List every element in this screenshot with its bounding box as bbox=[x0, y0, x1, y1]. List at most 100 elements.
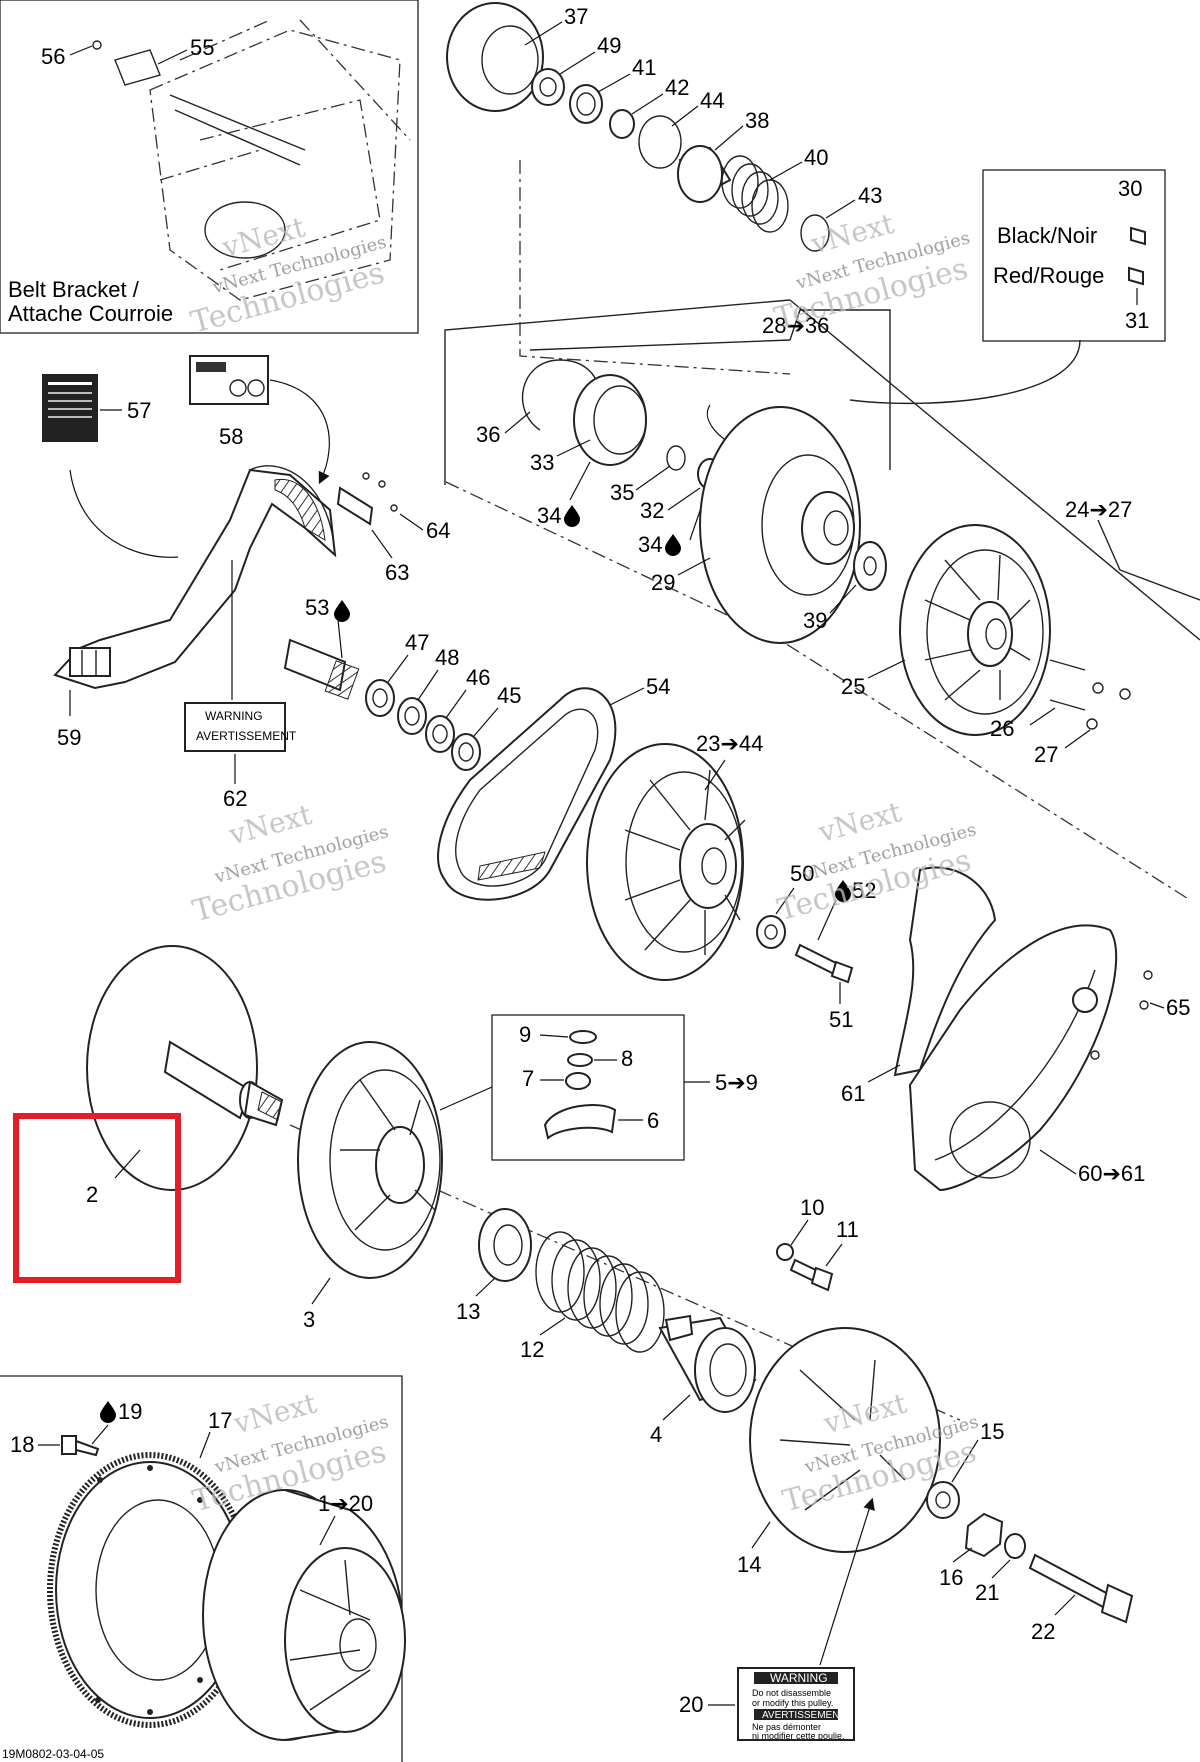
callout-10: 10 bbox=[800, 1195, 824, 1220]
callout-26: 26 bbox=[990, 716, 1014, 741]
bracket-label-fr: Attache Courroie bbox=[8, 301, 173, 326]
callout-42: 42 bbox=[665, 75, 689, 100]
callout-54: 54 bbox=[646, 674, 670, 699]
callout-22: 22 bbox=[1031, 1619, 1055, 1644]
ring-44 bbox=[638, 115, 682, 169]
callout-8: 8 bbox=[621, 1046, 633, 1071]
ring-42 bbox=[609, 109, 635, 139]
cap-37 bbox=[446, 2, 544, 112]
callout-37: 37 bbox=[564, 4, 588, 29]
callout-40: 40 bbox=[804, 145, 828, 170]
callout-23-44: 23➔44 bbox=[696, 731, 763, 756]
highlight-box-part-2 bbox=[13, 1113, 181, 1283]
callout-46: 46 bbox=[466, 665, 490, 690]
callout-25: 25 bbox=[841, 674, 865, 699]
callout-24-27: 24➔27 bbox=[1065, 497, 1132, 522]
drawing-code: 19M0802-03-04-05 bbox=[2, 1747, 104, 1761]
vehicle-frame-drawing bbox=[92, 19, 411, 301]
washer-8 bbox=[567, 1053, 593, 1067]
callout-65: 65 bbox=[1166, 995, 1190, 1020]
callout-48: 48 bbox=[435, 645, 459, 670]
callout-56: 56 bbox=[41, 44, 65, 69]
bracket-label-en: Belt Bracket / bbox=[8, 277, 140, 302]
spacer-47 bbox=[365, 679, 395, 717]
callout-34a: 34 bbox=[537, 503, 561, 528]
ring-13 bbox=[478, 1208, 532, 1282]
decal-62-avert-text: AVERTISSEMENT bbox=[196, 729, 297, 743]
belt-guard-clip-63 bbox=[336, 486, 374, 526]
callout-62: 62 bbox=[223, 786, 247, 811]
washer-10 bbox=[776, 1243, 794, 1261]
callout-63: 63 bbox=[385, 560, 409, 585]
belt-driven-assembly: 54 23➔44 50 51 52 bbox=[437, 674, 876, 1032]
callout-59: 59 bbox=[57, 725, 81, 750]
spacer-45 bbox=[451, 733, 481, 771]
color-variant-box: 30 Black/Noir Red/Rouge 31 bbox=[982, 169, 1166, 342]
driven-pulley-group: 37 49 41 42 44 38 40 43 28➔36 bbox=[444, 2, 1200, 901]
spring-40 bbox=[721, 155, 789, 233]
spring-12 bbox=[535, 1231, 665, 1353]
callout-61: 61 bbox=[841, 1081, 865, 1106]
drive-pulley-group: 2 3 5➔9 9 8 7 6 13 bbox=[13, 945, 1134, 1741]
driven-pulley-23 bbox=[586, 743, 746, 981]
belt-guard-group: 57 58 59 63 64 WARNING AVERTISSEMENT 62 bbox=[42, 355, 450, 811]
drive-pulley-assembly-1 bbox=[202, 1489, 406, 1741]
pulley-cover-group: 61 65 60➔61 bbox=[841, 866, 1190, 1192]
pulley-assembly-inset: 18 19 17 1➔20 bbox=[0, 1375, 406, 1762]
ring-35 bbox=[666, 445, 686, 471]
shaft-spacer-group: 53 47 48 46 45 bbox=[283, 595, 521, 771]
callout-39: 39 bbox=[803, 608, 827, 633]
callout-12: 12 bbox=[520, 1337, 544, 1362]
callout-43: 43 bbox=[858, 183, 882, 208]
callout-45: 45 bbox=[497, 683, 521, 708]
decal-20-line5: Ne pas démonter bbox=[752, 1722, 821, 1732]
callout-35: 35 bbox=[610, 480, 634, 505]
callout-50: 50 bbox=[790, 861, 814, 886]
callout-44: 44 bbox=[700, 88, 724, 113]
sheave-29 bbox=[699, 406, 861, 644]
callout-9: 9 bbox=[519, 1022, 531, 1047]
cover-60 bbox=[908, 924, 1118, 1192]
callout-30: 30 bbox=[1118, 176, 1142, 201]
callout-27: 27 bbox=[1034, 742, 1058, 767]
movable-sheave-3 bbox=[297, 1041, 443, 1279]
callout-19: 19 bbox=[118, 1399, 142, 1424]
callout-16: 16 bbox=[939, 1565, 963, 1590]
cover-61 bbox=[893, 866, 997, 1077]
belt-bracket-inset: Belt Bracket / Attache Courroie 56 55 bbox=[0, 0, 419, 334]
callout-32: 32 bbox=[640, 498, 664, 523]
callout-55: 55 bbox=[190, 35, 214, 60]
callout-58: 58 bbox=[219, 424, 243, 449]
callout-36: 36 bbox=[476, 422, 500, 447]
callout-38: 38 bbox=[745, 108, 769, 133]
callout-21: 21 bbox=[975, 1580, 999, 1605]
bearing-41 bbox=[569, 84, 603, 124]
decal-20-avert: AVERTISSEMENT bbox=[762, 1710, 846, 1721]
callout-51: 51 bbox=[829, 1007, 853, 1032]
callout-53: 53 bbox=[305, 595, 329, 620]
callout-60-61: 60➔61 bbox=[1078, 1161, 1145, 1186]
callout-18: 18 bbox=[10, 1432, 34, 1457]
callout-29: 29 bbox=[651, 570, 675, 595]
washer-15 bbox=[926, 1481, 960, 1519]
callout-34b: 34 bbox=[638, 532, 662, 557]
callout-11: 11 bbox=[836, 1217, 859, 1242]
button-9 bbox=[569, 1030, 597, 1044]
callout-7: 7 bbox=[522, 1066, 534, 1091]
callout-3: 3 bbox=[303, 1307, 315, 1332]
washer-21 bbox=[1004, 1533, 1026, 1559]
callout-64: 64 bbox=[426, 518, 450, 543]
callout-14: 14 bbox=[737, 1552, 761, 1577]
decal-20-warning: WARNING bbox=[770, 1671, 828, 1685]
cover-14 bbox=[749, 1327, 941, 1553]
callout-17: 17 bbox=[208, 1408, 232, 1433]
washer-39 bbox=[853, 541, 887, 591]
callout-49: 49 bbox=[597, 33, 621, 58]
callout-4: 4 bbox=[650, 1422, 662, 1447]
decal-20-line2: Do not disassemble bbox=[752, 1688, 831, 1698]
nut-16 bbox=[964, 1512, 1004, 1558]
callout-6: 6 bbox=[647, 1108, 659, 1133]
drive-belt-54 bbox=[437, 687, 617, 901]
callout-2: 2 bbox=[86, 1182, 98, 1207]
